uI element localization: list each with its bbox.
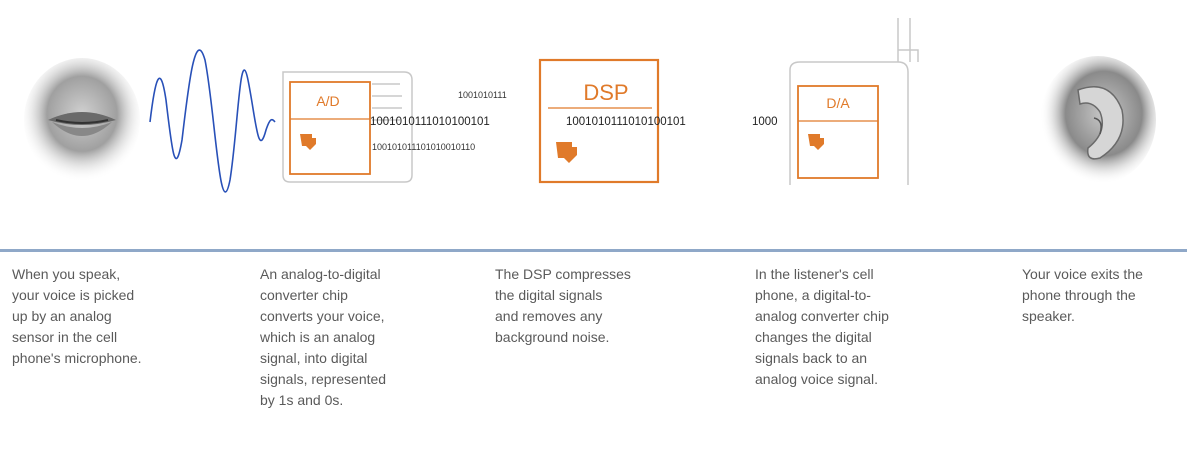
caption-line: When you speak, xyxy=(12,266,121,282)
caption-line: changes the digital xyxy=(755,329,872,345)
sound-wave-icon xyxy=(149,49,276,193)
caption-line: signals back to an xyxy=(755,350,868,366)
da-chip-label: D/A xyxy=(826,95,850,111)
caption-da-converter: In the listener's cell phone, a digital-… xyxy=(755,264,945,390)
bit-stream-top-small: 1001010111 xyxy=(458,90,507,100)
caption-line: The DSP compresses xyxy=(495,266,631,282)
ad-chip: A/D xyxy=(289,81,371,175)
caption-line: signals, represented xyxy=(260,371,387,387)
caption-line: and removes any xyxy=(495,308,603,324)
caption-line: speaker. xyxy=(1022,308,1075,324)
caption-line: Your voice exits the xyxy=(1022,266,1143,282)
dsp-chip-label: DSP xyxy=(583,80,628,105)
caption-line: which is an analog xyxy=(260,329,376,345)
caption-line: phone, a digital-to- xyxy=(755,287,871,303)
bit-stream-main-left: 1001010111010100101 xyxy=(370,116,490,128)
ti-logo-icon xyxy=(808,134,824,150)
caption-line: In the listener's cell xyxy=(755,266,874,282)
ad-phone-outline xyxy=(282,71,413,183)
caption-speaker: Your voice exits the phone through the s… xyxy=(1022,264,1187,327)
section-divider xyxy=(0,249,1187,252)
ear-icon xyxy=(1040,56,1156,184)
dsp-chip: DSP xyxy=(538,58,660,184)
caption-line: the digital signals xyxy=(495,287,603,303)
caption-line: converter chip xyxy=(260,287,348,303)
caption-ad-converter: An analog-to-digital converter chip conv… xyxy=(260,264,450,411)
bit-stream-below-small: 100101011101010010110 xyxy=(372,142,475,152)
caption-line: converts your voice, xyxy=(260,308,385,324)
ti-logo-icon xyxy=(556,142,577,163)
ad-chip-label: A/D xyxy=(316,93,339,109)
caption-line: your voice is picked xyxy=(12,287,135,303)
caption-line: by 1s and 0s. xyxy=(260,392,344,408)
da-chip: D/A xyxy=(797,85,879,179)
caption-line: up by an analog xyxy=(12,308,112,324)
caption-line: analog converter chip xyxy=(755,308,889,324)
caption-line: sensor in the cell xyxy=(12,329,118,345)
caption-line: analog voice signal. xyxy=(755,371,878,387)
caption-line: signal, into digital xyxy=(260,350,368,366)
bit-stream-main-right: 1000 xyxy=(752,116,778,128)
ti-logo-icon xyxy=(300,134,316,150)
caption-line: phone's microphone. xyxy=(12,350,142,366)
signal-flow-diagram: A/D 1001010111 1001010111010100101 10010… xyxy=(24,18,1156,193)
da-phone-outline xyxy=(789,18,919,185)
mouth-icon xyxy=(24,58,140,182)
caption-line: background noise. xyxy=(495,329,610,345)
bit-stream-main-mid: 1001010111010100101 xyxy=(566,116,686,128)
caption-line: An analog-to-digital xyxy=(260,266,381,282)
caption-speak: When you speak, your voice is picked up … xyxy=(12,264,197,369)
caption-line: phone through the xyxy=(1022,287,1136,303)
caption-dsp: The DSP compresses the digital signals a… xyxy=(495,264,680,348)
